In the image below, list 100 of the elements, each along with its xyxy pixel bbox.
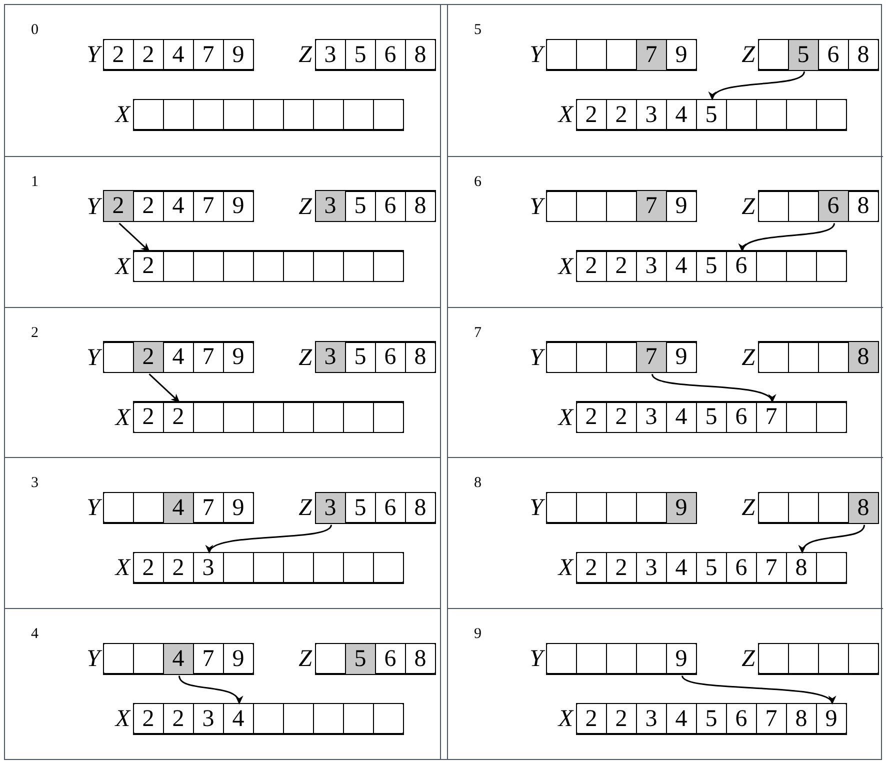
empty-array-cell	[546, 642, 577, 675]
array-name-label: Z	[298, 494, 312, 524]
empty-array-cell	[758, 642, 789, 675]
step-panel	[5, 457, 441, 608]
array-cell: 2	[132, 702, 164, 735]
array-name-label: Y	[86, 41, 100, 70]
array-cell: 7	[636, 38, 667, 70]
empty-array-cell	[372, 98, 404, 130]
array-cell: 4	[162, 492, 194, 524]
array-name-label: X	[558, 252, 573, 282]
step-number: 5	[474, 21, 482, 40]
array-cell: 9	[816, 702, 847, 735]
array-cell: 3	[314, 38, 346, 70]
array-cell: 2	[576, 702, 607, 735]
array-cell: 2	[102, 38, 134, 70]
array-name-label: X	[558, 404, 573, 433]
array-cell: 8	[404, 341, 436, 374]
array-cell: 9	[666, 492, 697, 524]
array-name-label: Y	[530, 192, 543, 222]
array-cell: 2	[102, 190, 134, 222]
empty-array-cell	[546, 341, 577, 374]
array-name-label: Z	[742, 192, 755, 222]
array-name-label: X	[558, 705, 573, 734]
step-panel	[447, 457, 883, 608]
step-number: 3	[31, 474, 38, 494]
step-number: 8	[474, 474, 482, 494]
step-number: 7	[474, 324, 482, 343]
arrow	[800, 524, 865, 554]
array-name-label: Z	[298, 645, 312, 674]
array-cell: 9	[222, 190, 254, 222]
array-cell: 7	[636, 190, 667, 222]
empty-array-cell	[816, 552, 847, 584]
array-name-label: X	[558, 554, 573, 584]
step-panel	[5, 608, 441, 759]
array-cell: 3	[314, 492, 346, 524]
array-cell: 6	[818, 190, 849, 222]
arrow	[178, 675, 242, 705]
array-cell: 9	[222, 642, 254, 675]
step-panel	[447, 608, 883, 759]
arrow	[741, 222, 835, 252]
array-name-label: X	[115, 554, 130, 584]
array-name-label: Y	[530, 645, 543, 674]
empty-array-cell	[102, 492, 134, 524]
array-name-label: Y	[86, 192, 100, 222]
array-name-label: X	[115, 705, 130, 734]
empty-array-cell	[816, 401, 847, 434]
array-cell: 2	[576, 401, 607, 434]
array-name-label: X	[558, 101, 573, 130]
array-cell: 8	[404, 38, 436, 70]
array-cell: 9	[222, 341, 254, 374]
array-cell: 9	[666, 341, 697, 374]
step-number: 1	[31, 172, 38, 192]
array-cell: 9	[666, 190, 697, 222]
empty-array-cell	[132, 98, 164, 130]
array-cell: 3	[314, 341, 346, 374]
empty-array-cell	[816, 98, 847, 130]
empty-array-cell	[546, 190, 577, 222]
empty-array-cell	[546, 38, 577, 70]
array-cell: 9	[666, 38, 697, 70]
empty-array-cell	[816, 250, 847, 282]
empty-array-cell	[546, 492, 577, 524]
array-name-label: Y	[530, 344, 543, 373]
empty-array-cell	[848, 642, 879, 675]
array-name-label: Y	[86, 494, 100, 524]
array-cell: 8	[848, 38, 879, 70]
empty-array-cell	[758, 492, 789, 524]
array-name-label: Z	[742, 41, 755, 70]
step-number: 2	[31, 324, 38, 343]
array-cell: 7	[636, 341, 667, 374]
array-cell: 5	[344, 642, 376, 675]
array-cell: 2	[576, 552, 607, 584]
array-cell: 8	[404, 190, 436, 222]
step-panel	[447, 306, 883, 458]
empty-array-cell	[102, 642, 134, 675]
array-name-label: X	[115, 404, 130, 433]
array-cell: 5	[788, 38, 819, 70]
array-cell: 4	[162, 642, 194, 675]
array-name-label: Y	[86, 344, 100, 373]
array-cell: 3	[314, 190, 346, 222]
array-cell: 9	[222, 38, 254, 70]
array-name-label: Y	[86, 645, 100, 674]
array-name-label: Z	[742, 645, 755, 674]
empty-array-cell	[372, 401, 404, 434]
step-number: 9	[474, 625, 482, 644]
arrow	[148, 374, 180, 403]
empty-array-cell	[372, 250, 404, 282]
array-cell: 2	[132, 250, 164, 282]
empty-array-cell	[372, 702, 404, 735]
array-name-label: X	[115, 252, 130, 282]
empty-array-cell	[758, 341, 789, 374]
arrow	[118, 222, 150, 252]
array-cell: 8	[848, 341, 879, 374]
step-number: 4	[31, 625, 38, 644]
array-name-label: Z	[742, 344, 755, 373]
array-name-label: Z	[298, 344, 312, 373]
array-name-label: X	[115, 101, 130, 130]
array-name-label: Y	[530, 494, 543, 524]
array-name-label: Z	[742, 494, 755, 524]
array-cell: 2	[576, 98, 607, 130]
array-cell: 8	[404, 492, 436, 524]
